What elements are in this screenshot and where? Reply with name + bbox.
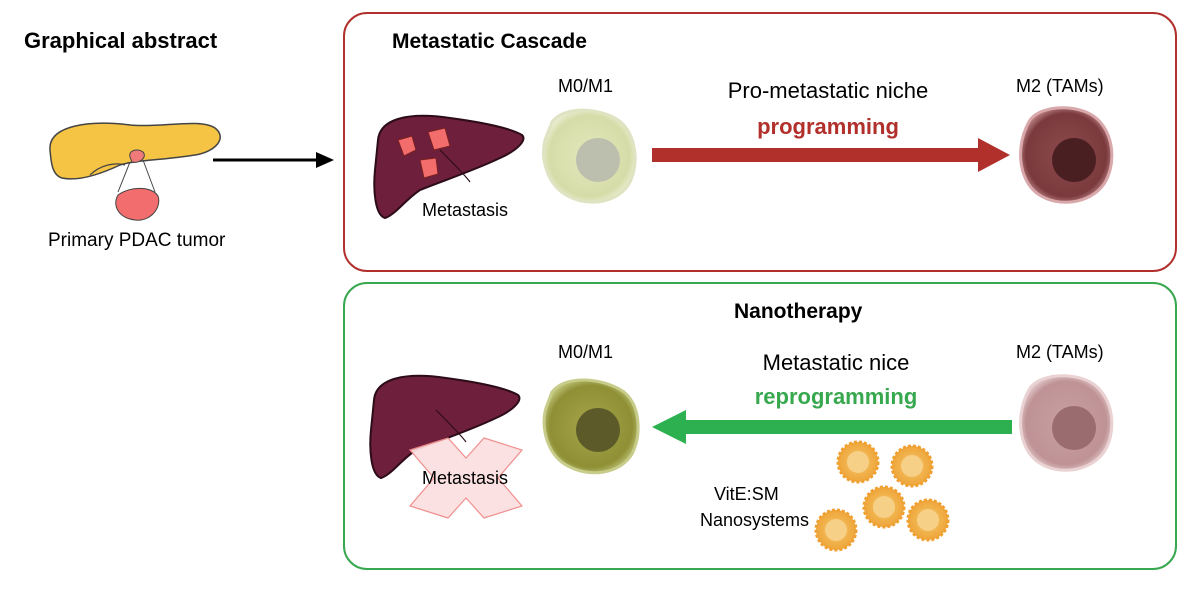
primary-tumor-label: Primary PDAC tumor: [48, 230, 226, 251]
nanosystem-label-line1: VitE:SM: [714, 484, 779, 504]
nanotherapy-metastasis-label: Metastasis: [422, 468, 509, 488]
nanotherapy-panel: [343, 282, 1177, 570]
cross-out-icon: [408, 437, 524, 519]
cascade-metastasis-label: Metastasis: [422, 200, 509, 220]
cascade-m2-label: M2 (TAMs): [1016, 76, 1104, 96]
m2-tam-icon: [1019, 106, 1114, 204]
pancreas-icon: [49, 122, 221, 221]
progression-arrow: [213, 152, 334, 168]
liver-healthy-icon: [369, 374, 521, 480]
cascade-heading: Metastatic Cascade: [392, 30, 587, 53]
cascade-arrow-line2: programming: [757, 114, 899, 139]
nanotherapy-m0-label: M0/M1: [558, 342, 614, 362]
programming-arrow: [652, 138, 1010, 172]
m2-tam-faded-icon: [1019, 374, 1114, 472]
reprogramming-arrow: [652, 410, 1012, 444]
nanotherapy-heading: Nanotherapy: [734, 300, 863, 323]
cascade-arrow-line1: Pro-metastatic niche: [727, 78, 929, 103]
page-title: Graphical abstract: [24, 28, 218, 53]
m1-macrophage-icon: [542, 108, 637, 204]
nanotherapy-m2-label: M2 (TAMs): [1016, 342, 1104, 362]
cascade-m0-label: M0/M1: [558, 76, 614, 96]
nanosystem-label-line2: Nanosystems: [700, 510, 810, 530]
metastatic-cascade-panel: [343, 12, 1177, 272]
nanotherapy-arrow-line2: reprogramming: [754, 384, 918, 409]
m1-macrophage-activated-icon: [542, 378, 640, 475]
liver-metastasis-icon: [373, 114, 525, 220]
nanotherapy-arrow-line1: Metastatic nice: [762, 350, 910, 375]
vite-sm-nanoparticles-icon: [814, 440, 950, 552]
